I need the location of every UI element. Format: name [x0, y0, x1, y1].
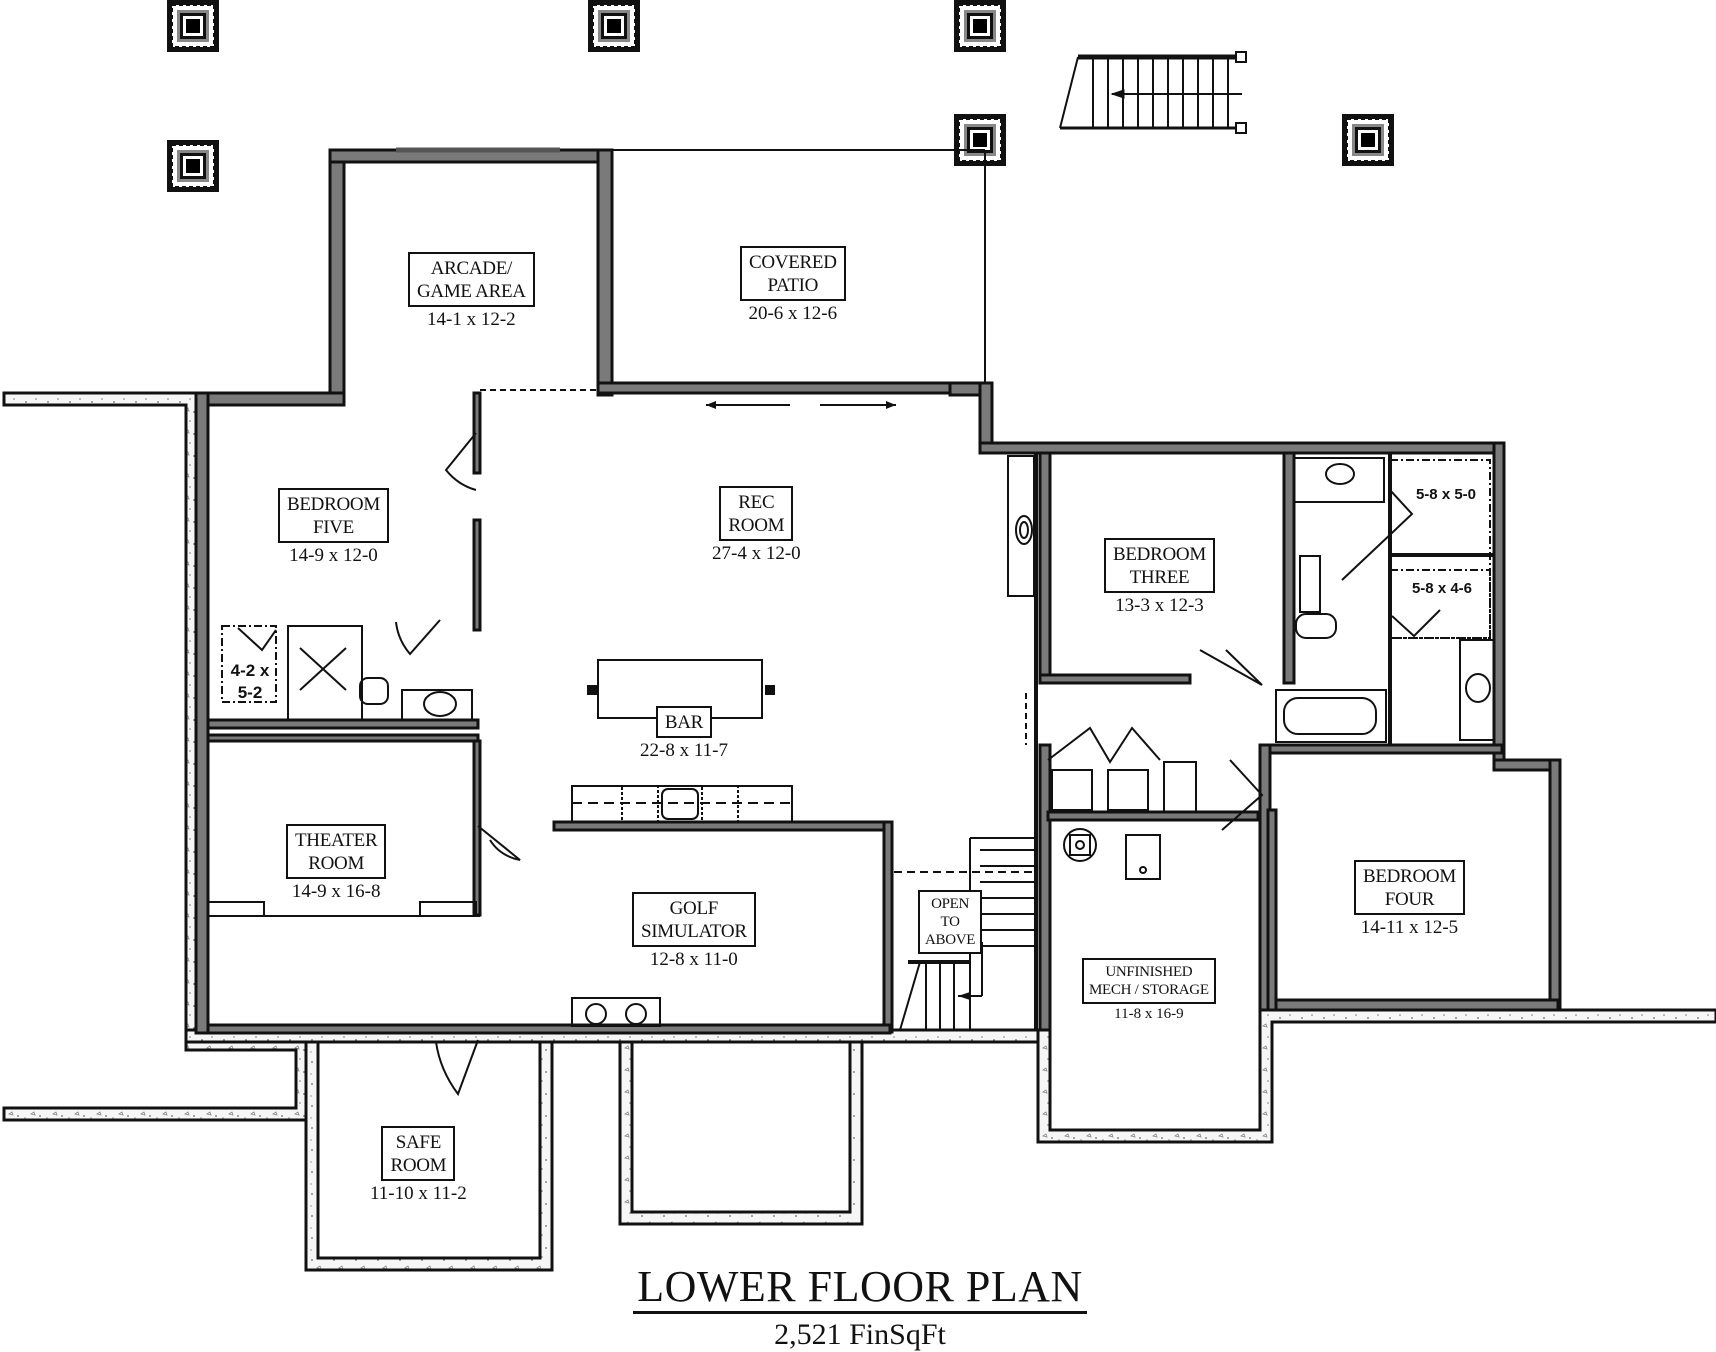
room-name: BAR — [655, 706, 713, 738]
room-dims: 20-6 x 12-6 — [748, 303, 838, 324]
room-dims: 11-8 x 16-9 — [1114, 1006, 1184, 1022]
room-dims: 12-8 x 11-0 — [649, 949, 738, 970]
closet-dims-bed5: 4-2 x 5-2 — [230, 661, 270, 702]
room-dims: 22-8 x 11-7 — [640, 740, 728, 761]
plan-area: 2,521 FinSqFt — [774, 1318, 946, 1351]
room-name: UNFINISHED MECH / STORAGE — [1082, 958, 1216, 1004]
room-name: REC ROOM — [719, 486, 794, 541]
room-label-rec-room: REC ROOM 27-4 x 12-0 — [712, 486, 801, 563]
closet-dims-lower-right: 5-8 x 4-6 — [1411, 580, 1473, 597]
room-label-theater: THEATER ROOM 14-9 x 16-8 — [286, 824, 387, 902]
exterior-stairs-icon — [1059, 51, 1247, 134]
room-name: THEATER ROOM — [286, 824, 387, 879]
room-label-golf-simulator: GOLF SIMULATOR 12-8 x 11-0 — [632, 892, 756, 969]
room-dims: 13-3 x 12-3 — [1115, 595, 1204, 616]
pillar-icon — [587, 0, 641, 53]
room-label-mech-storage: UNFINISHED MECH / STORAGE 11-8 x 16-9 — [1082, 958, 1216, 1022]
pillar-icon — [166, 0, 220, 53]
plan-title-block: LOWER FLOOR PLAN 2,521 FinSqFt — [600, 1264, 1120, 1352]
room-label-bar: BAR 22-8 x 11-7 — [640, 706, 728, 760]
room-label-safe-room: SAFE ROOM 11-10 x 11-2 — [370, 1126, 467, 1203]
closet-dims-upper-right: 5-8 x 5-0 — [1415, 486, 1477, 503]
room-label-open-to-above: OPEN TO ABOVE — [918, 890, 983, 954]
room-name: BEDROOM FIVE — [278, 488, 389, 543]
room-name: COVERED PATIO — [740, 246, 846, 301]
room-dims: 14-9 x 16-8 — [291, 881, 381, 902]
room-name: SAFE ROOM — [381, 1126, 456, 1181]
room-dims: 14-9 x 12-0 — [289, 545, 378, 566]
room-dims: 11-10 x 11-2 — [370, 1183, 467, 1204]
room-name: ARCADE/ GAME AREA — [408, 252, 535, 307]
slider-arrow-icon — [886, 401, 896, 409]
room-name: BEDROOM FOUR — [1354, 860, 1465, 915]
pillar-icon — [1341, 113, 1395, 167]
pillar-icon — [953, 0, 1007, 53]
room-label-arcade: ARCADE/ GAME AREA 14-1 x 12-2 — [408, 252, 535, 329]
slider-arrow-icon — [706, 401, 716, 409]
room-dims: 14-1 x 12-2 — [427, 309, 516, 330]
room-label-bedroom-three: BEDROOM THREE 13-3 x 12-3 — [1104, 538, 1215, 615]
room-label-bedroom-four: BEDROOM FOUR 14-11 x 12-5 — [1354, 860, 1465, 937]
pillar-icon — [166, 139, 220, 193]
plan-title: LOWER FLOOR PLAN — [633, 1264, 1087, 1314]
room-label-bedroom-five: BEDROOM FIVE 14-9 x 12-0 — [278, 488, 389, 565]
stair-arrow-icon — [958, 992, 970, 1000]
framed-walls — [194, 148, 1562, 1035]
pillar-icon — [953, 113, 1007, 167]
room-name: GOLF SIMULATOR — [632, 892, 756, 947]
room-label-covered-patio: COVERED PATIO 20-6 x 12-6 — [740, 246, 846, 323]
room-dims: 14-11 x 12-5 — [1360, 917, 1459, 938]
room-name: BEDROOM THREE — [1104, 538, 1215, 593]
room-dims: 27-4 x 12-0 — [712, 543, 801, 564]
interior-lines — [207, 147, 1495, 1097]
room-name: OPEN TO ABOVE — [918, 890, 983, 954]
